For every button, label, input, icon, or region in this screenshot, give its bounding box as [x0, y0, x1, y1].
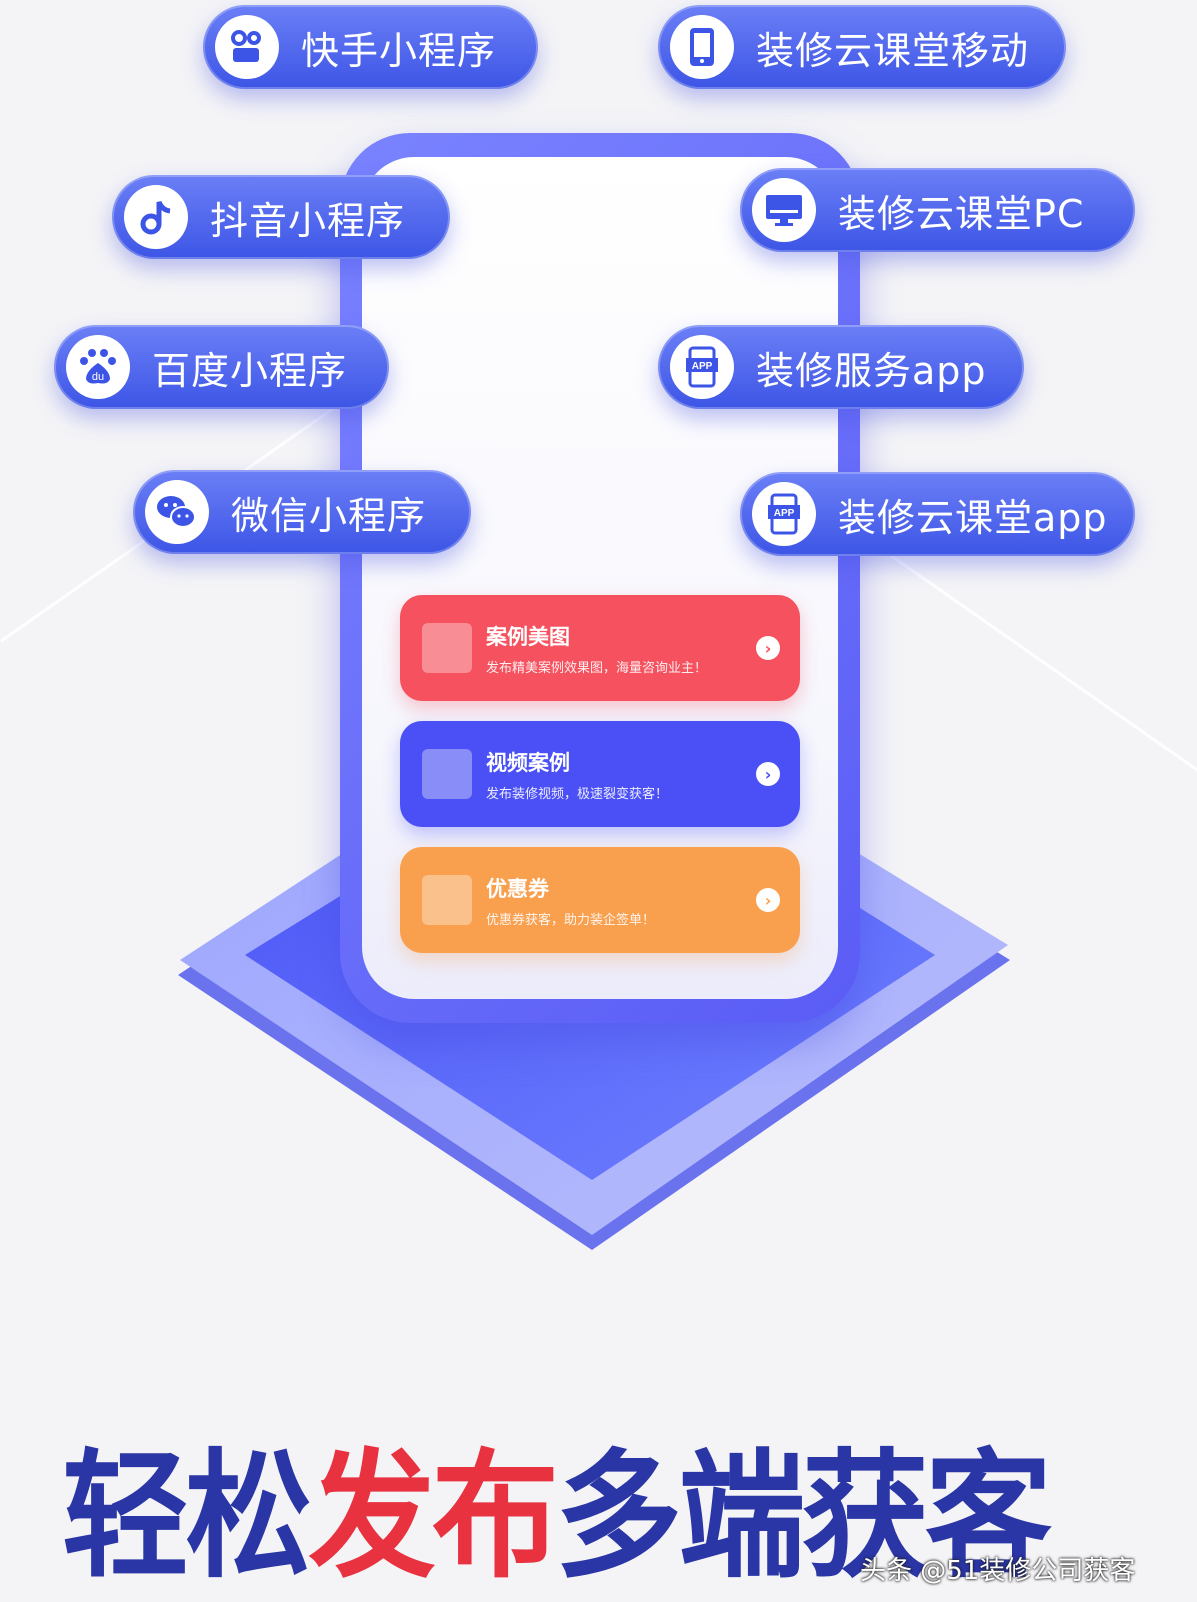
chevron-right-icon[interactable]: ›	[756, 762, 780, 786]
card-video-cases[interactable]: 视频案例 发布装修视频，极速裂变获客！ ›	[400, 721, 800, 827]
mobile-phone-icon	[670, 15, 734, 79]
pill-douyin[interactable]: 抖音小程序	[112, 175, 450, 259]
svg-text:du: du	[92, 371, 104, 383]
pill-wechat[interactable]: 微信小程序	[133, 470, 471, 554]
headline-part1: 轻松	[62, 1436, 312, 1597]
watermark: 头条 @51装修公司获客	[860, 1556, 1136, 1586]
pill-cloud-classroom-mobile[interactable]: 装修云课堂移动	[658, 5, 1066, 89]
pill-label: 百度小程序	[152, 348, 348, 393]
wechat-icon	[145, 480, 209, 544]
kuaishou-icon	[215, 15, 279, 79]
coupon-icon	[422, 875, 472, 925]
pill-label: 微信小程序	[231, 493, 427, 538]
pill-cloud-classroom-app[interactable]: APP 装修云课堂app	[740, 472, 1135, 556]
card-coupons[interactable]: 优惠券 优惠券获客，助力装企签单！ ›	[400, 847, 800, 953]
card-title: 优惠券	[486, 876, 549, 901]
douyin-icon	[124, 185, 188, 249]
card-subtitle: 优惠券获客，助力装企签单！	[486, 912, 656, 928]
app-icon: APP	[670, 335, 734, 399]
card-subtitle: 发布装修视频，极速裂变获客！	[486, 786, 669, 802]
pill-cloud-classroom-pc[interactable]: 装修云课堂PC	[740, 168, 1135, 252]
svg-text:APP: APP	[774, 508, 795, 519]
monitor-icon	[752, 178, 816, 242]
headline-part3: 多端获客	[555, 1436, 1052, 1597]
chevron-right-icon[interactable]: ›	[756, 636, 780, 660]
image-icon	[422, 623, 472, 673]
pill-decoration-service-app[interactable]: APP 装修服务app	[658, 325, 1024, 409]
headline: 轻松发布多端获客	[62, 1448, 1052, 1586]
card-subtitle: 发布精美案例效果图，海量咨询业主！	[486, 660, 708, 676]
pill-kuaishou[interactable]: 快手小程序	[203, 5, 538, 89]
pill-label: 抖音小程序	[210, 198, 406, 243]
pill-label: 装修云课堂app	[838, 495, 1108, 540]
pill-baidu[interactable]: du 百度小程序	[54, 325, 389, 409]
pill-label: 快手小程序	[301, 28, 497, 73]
card-title: 案例美图	[486, 624, 570, 649]
card-title: 视频案例	[486, 750, 570, 775]
headline-part2: 发布	[308, 1436, 559, 1597]
baidu-icon: du	[66, 335, 130, 399]
pill-label: 装修云课堂PC	[838, 191, 1085, 236]
app-icon: APP	[752, 482, 816, 546]
card-case-photos[interactable]: 案例美图 发布精美案例效果图，海量咨询业主！ ›	[400, 595, 800, 701]
svg-text:APP: APP	[692, 361, 713, 372]
pill-label: 装修云课堂移动	[756, 28, 1030, 73]
chevron-right-icon[interactable]: ›	[756, 888, 780, 912]
video-camera-icon	[422, 749, 472, 799]
pill-label: 装修服务app	[756, 348, 987, 393]
